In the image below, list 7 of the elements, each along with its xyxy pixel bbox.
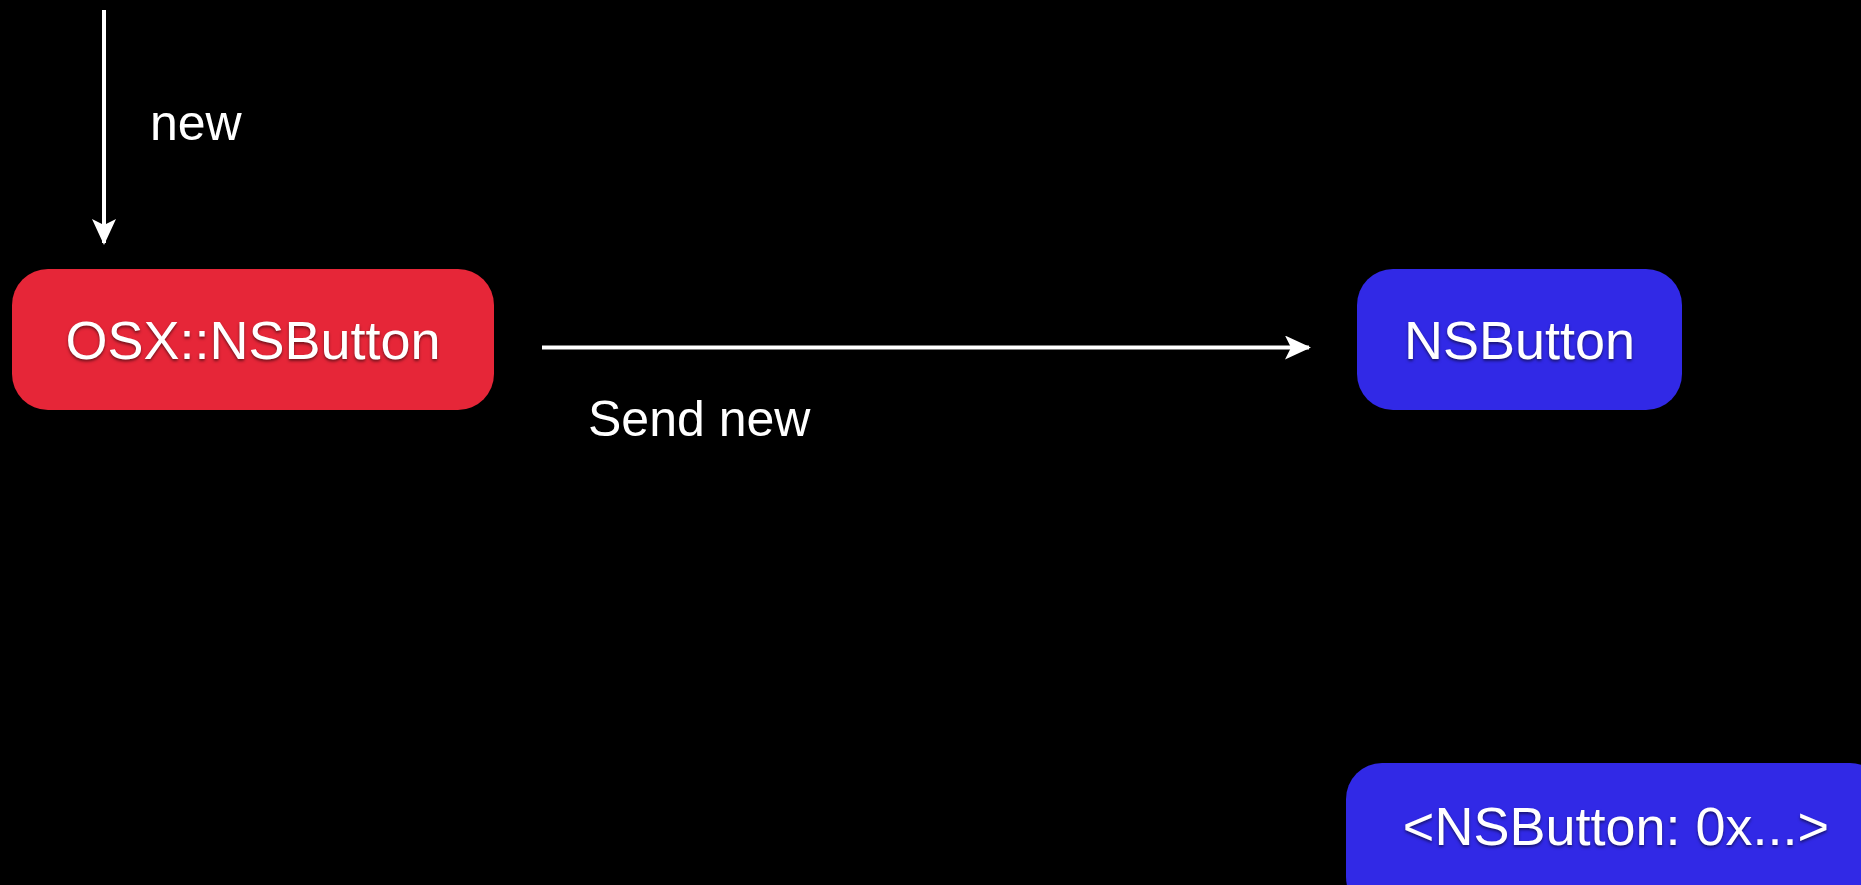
arrow [92,10,116,245]
edge-label: Send new [588,394,811,444]
class-box: <NSButton: 0x...> [1346,763,1861,885]
class-box: OSX::NSButton [12,269,494,410]
arrow [542,335,1311,360]
class-box: NSButton [1357,269,1682,410]
edge-label: new [150,98,242,148]
